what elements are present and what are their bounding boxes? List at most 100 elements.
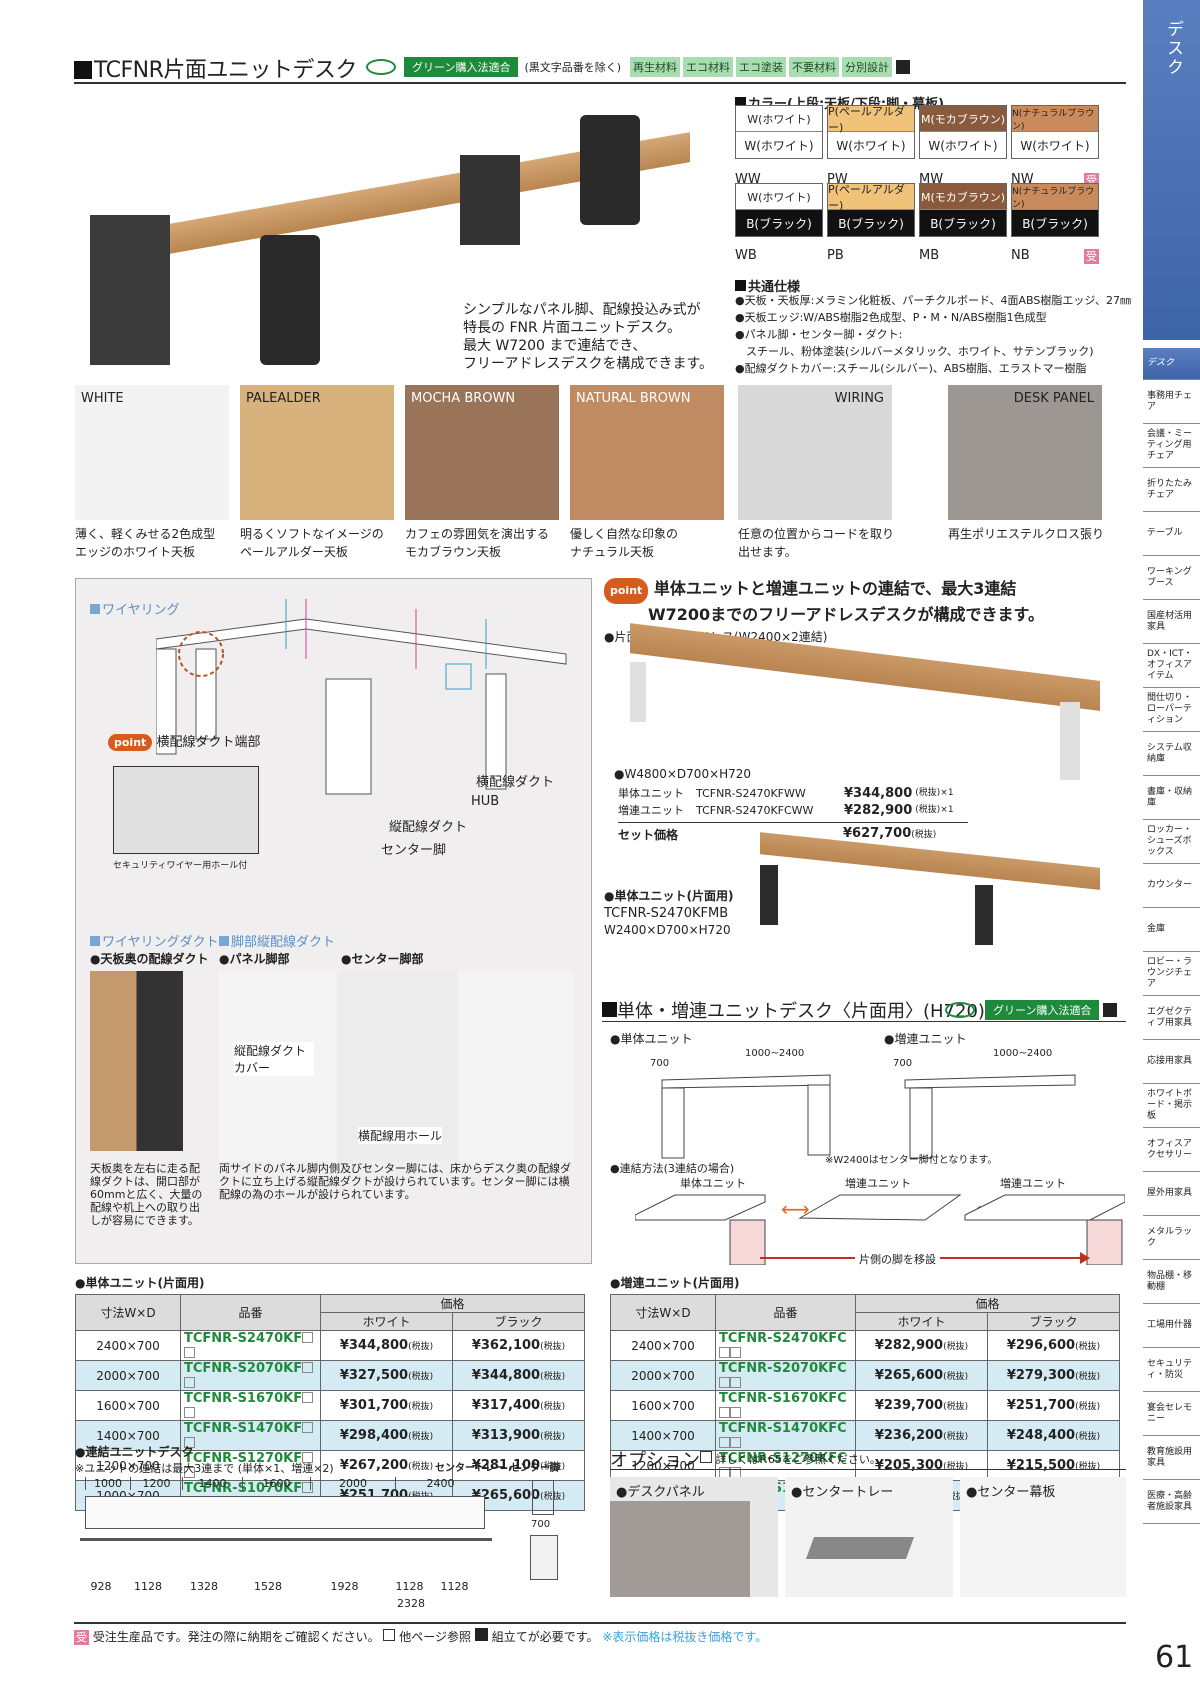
- wiring-panel: ワイヤリング point 横配線ダクト端部 セキュリティワイヤー用ホール付 横配…: [75, 578, 592, 1264]
- side-nav-item[interactable]: デスク: [1143, 348, 1200, 380]
- dim-label: 1128: [134, 1580, 162, 1593]
- sub-panel-leg: ●パネル脚部: [219, 952, 290, 966]
- single-table-title: ●単体ユニット(片面用): [75, 1276, 205, 1290]
- free-address-photo: [630, 623, 1100, 780]
- side-nav-item[interactable]: ワーキングブース: [1143, 556, 1200, 600]
- side-nav-item[interactable]: ホワイトボード・掲示板: [1143, 1084, 1200, 1128]
- side-nav-item[interactable]: メタルラック: [1143, 1216, 1200, 1260]
- linked-elevation: [80, 1538, 492, 1578]
- color-swatch: M(モカブラウン) W(ホワイト): [919, 105, 1007, 159]
- eco-tag: 分別設計: [842, 57, 893, 77]
- green-globe-icon: [366, 59, 396, 75]
- side-nav-item[interactable]: 事務用チェア: [1143, 380, 1200, 424]
- connect-diagram: ⟷ ⟷: [635, 1194, 1125, 1265]
- finish-photo: DESK PANEL: [948, 385, 1102, 520]
- set-line: 単体ユニット TCFNR-S2470KFWW ¥344,800 (税抜)×1: [618, 786, 954, 801]
- header-badges: グリーン購入法適合 (黒文字品番を除く) 再生材料 エコ材料 エコ塗装 不要材料…: [366, 57, 911, 77]
- dim-depth: 700: [650, 1058, 670, 1069]
- spec-title: 共通仕様: [735, 276, 800, 295]
- unit-section-title: 単体・増連ユニットデスク〈片面用〉(H720): [602, 997, 985, 1023]
- side-nav-item[interactable]: テーブル: [1143, 512, 1200, 556]
- side-elevation: [530, 1535, 558, 1580]
- color-code: PB: [827, 248, 844, 263]
- color-code: MB: [919, 248, 940, 263]
- set-price: ¥627,700(税抜): [843, 826, 937, 841]
- category-tab-label: デスク: [1163, 20, 1183, 77]
- side-nav-item[interactable]: 工場用什器: [1143, 1304, 1200, 1348]
- side-nav-item[interactable]: ロッカー・シューズボックス: [1143, 820, 1200, 864]
- side-nav-item[interactable]: 書庫・収納庫: [1143, 776, 1200, 820]
- side-nav-item[interactable]: エグゼクティブ用家具: [1143, 996, 1200, 1040]
- dim-label: 928: [90, 1580, 112, 1593]
- eco-tag: 再生材料: [630, 57, 681, 77]
- set-lines: 単体ユニット TCFNR-S2470KFWW ¥344,800 (税抜)×1 増…: [618, 785, 978, 819]
- options-note: 詳しくはP.65をご参照ください。: [700, 1451, 881, 1467]
- table-row: 2400×700 TCFNR-S2470KFC ¥282,900(税抜) ¥29…: [610, 1330, 1120, 1361]
- total-dim: 2328: [397, 1597, 425, 1610]
- label-duct-cover: 縦配線ダクトカバー: [234, 1042, 314, 1076]
- leg-duct-description: 両サイドのパネル脚内側及びセンター脚には、床からデスク奥の配線ダクトに立ち上げる…: [219, 1162, 571, 1201]
- side-nav-item[interactable]: カウンター: [1143, 864, 1200, 908]
- table-row: 1600×700 TCFNR-S1670KFC ¥239,700(税抜) ¥25…: [610, 1390, 1120, 1421]
- finish-photo: WIRING: [738, 385, 892, 520]
- category-tab[interactable]: デスク: [1143, 0, 1200, 340]
- divider: [602, 1021, 1126, 1022]
- finish-caption: 薄く、軽くみせる2色成型エッジのホワイト天板: [75, 527, 216, 559]
- page-ref-icon: [383, 1629, 396, 1641]
- connect-unit: 増連ユニット: [845, 1177, 911, 1190]
- side-nav-item[interactable]: 応接用家具: [1143, 1040, 1200, 1084]
- table-row: 2000×700 TCFNR-S2070KF ¥327,500(税抜) ¥344…: [75, 1360, 585, 1391]
- linked-plan: [85, 1496, 485, 1529]
- linked-title: ●連結ユニットデスク: [75, 1445, 194, 1459]
- dim-label: 1600: [242, 1477, 310, 1490]
- side-nav-item[interactable]: DX・ICT・オフィスアイテム: [1143, 644, 1200, 688]
- side-nav-item[interactable]: 宴会セレモニー: [1143, 1392, 1200, 1436]
- unit-badges: グリーン購入法適合: [945, 1000, 1118, 1020]
- dim-label: 1528: [254, 1580, 282, 1593]
- extra-unit-label: ●増連ユニット: [884, 1032, 967, 1046]
- center-leg-side: [532, 1480, 554, 1515]
- point-headline: point 単体ユニットと増連ユニットの連結で、最大3連結 W7200までのフリ…: [604, 578, 1044, 626]
- side-nav-item[interactable]: 国産材活用家具: [1143, 600, 1200, 644]
- color-code: WB: [735, 248, 757, 263]
- center-leg-label: センター脚: [510, 1463, 560, 1474]
- dim-width: 1000~2400: [993, 1048, 1053, 1059]
- dim-label: 1200: [130, 1477, 182, 1490]
- side-nav-item[interactable]: 会議・ミーティング用チェア: [1143, 424, 1200, 468]
- option-center-tray: ●センタートレー: [785, 1477, 953, 1597]
- side-nav-item[interactable]: 医療・高齢者施設家具: [1143, 1480, 1200, 1524]
- option-center-modesty: ●センター幕板: [960, 1477, 1126, 1597]
- side-nav-item[interactable]: セキュリティ・防災: [1143, 1348, 1200, 1392]
- wiring-diagram: [156, 599, 567, 795]
- side-nav-item[interactable]: 金庫: [1143, 908, 1200, 952]
- side-nav-item[interactable]: 間仕切り・ローパーティション: [1143, 688, 1200, 732]
- side-nav-item[interactable]: システム収納庫: [1143, 732, 1200, 776]
- spec-list: ●天板・天板厚:メラミン化粧板、パーチクルボード、4面ABS樹脂エッジ、27㎜ …: [735, 294, 1132, 375]
- side-nav-item[interactable]: 折りたたみチェア: [1143, 468, 1200, 512]
- dim-depth: 700: [893, 1058, 913, 1069]
- side-nav-item[interactable]: 屋外用家具: [1143, 1172, 1200, 1216]
- dim-label: 1400: [182, 1477, 242, 1490]
- footer-notes: 受 受注生産品です。発注の際に納期をご確認ください。 他ページ参照 組立てが必要…: [74, 1628, 768, 1645]
- made-to-order-icon: 受: [74, 1630, 89, 1645]
- point-end: point 横配線ダクト端部: [108, 731, 260, 751]
- wiring-title: ワイヤリング: [90, 599, 180, 618]
- dim-label: 1928: [330, 1580, 359, 1593]
- duct-title: ワイヤリングダクト: [90, 931, 219, 950]
- side-nav: デスク事務用チェア会議・ミーティング用チェア折りたたみチェアテーブルワーキングブ…: [1143, 348, 1200, 1524]
- side-nav-item[interactable]: 物品棚・移動棚: [1143, 1260, 1200, 1304]
- side-nav-item[interactable]: 教育施設用家具: [1143, 1436, 1200, 1480]
- badge-note: (黒文字品番を除く): [524, 61, 622, 74]
- assembly-icon: [896, 60, 911, 74]
- finish-photo: PALEALDER: [240, 385, 394, 520]
- single-unit-info: ●単体ユニット(片面用) TCFNR-S2470KFMB W2400×D700×…: [604, 889, 734, 937]
- finish-photo: WHITE: [75, 385, 229, 520]
- single-unit-label: ●単体ユニット: [610, 1032, 693, 1046]
- color-swatch: P(ペールアルダー) B(ブラック): [827, 183, 915, 237]
- eco-tag: エコ塗装: [736, 57, 787, 77]
- side-nav-item[interactable]: オフィスアクセサリー: [1143, 1128, 1200, 1172]
- side-nav-item[interactable]: ロビー・ラウンジチェア: [1143, 952, 1200, 996]
